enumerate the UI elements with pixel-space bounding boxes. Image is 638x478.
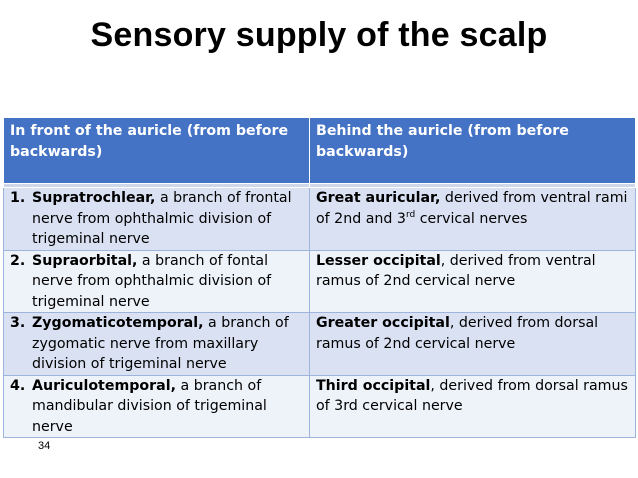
front-nerve-cell: 4. Auriculotemporal, a branch of mandibu… [3, 374, 310, 438]
item-number: 1. [10, 190, 26, 206]
nerve-description: a branch of frontal nerve from ophthalmi… [32, 190, 292, 247]
nerve-description: a branch of mandibular division of trige… [32, 377, 267, 435]
nerve-name: Supraorbital, [32, 252, 138, 269]
nerve-name: Greater occipital [316, 315, 450, 331]
behind-nerve-cell: Greater occipital, derived from dorsal r… [309, 312, 636, 376]
table-row: 2. Supraorbital, a branch of fontal nerv… [3, 249, 636, 313]
item-number: 4. [10, 377, 26, 394]
slide-title: Sensory supply of the scalp [90, 16, 548, 54]
table-row: 4. Auriculotemporal, a branch of mandibu… [3, 374, 636, 438]
nerve-description-end: cervical nerves [415, 210, 528, 227]
nerve-name: Third occipital [316, 377, 431, 394]
table-row: 3. Zygomaticotemporal, a branch of zygom… [3, 312, 636, 376]
sensory-supply-table: In front of the auricle (from before bac… [3, 117, 636, 438]
header-spacer-row [3, 183, 636, 188]
nerve-name: Supratrochlear, [32, 190, 156, 206]
nerve-description: derived from ventral rami of 2nd and 3 [316, 190, 628, 227]
header-behind-auricle: Behind the auricle (from before backward… [309, 117, 636, 184]
item-number: 3. [10, 315, 26, 331]
item-number: 2. [10, 252, 26, 269]
behind-nerve-cell: Lesser occipital, derived from ventral r… [309, 249, 636, 313]
table-header-row: In front of the auricle (from before bac… [3, 117, 636, 184]
nerve-description: , derived from dorsal ramus of 3rd cervi… [316, 377, 628, 415]
nerve-description: , derived from ventral ramus of 2nd cerv… [316, 252, 596, 290]
front-nerve-cell: 3. Zygomaticotemporal, a branch of zygom… [3, 312, 310, 376]
nerve-name: Great auricular, [316, 190, 441, 206]
nerve-name: Lesser occipital [316, 252, 441, 269]
behind-nerve-cell: Third occipital, derived from dorsal ram… [309, 374, 636, 438]
nerve-description: a branch of zygomatic nerve from maxilla… [32, 315, 289, 372]
front-nerve-cell: 2. Supraorbital, a branch of fontal nerv… [3, 249, 310, 313]
front-nerve-cell: 1. Supratrochlear, a branch of frontal n… [3, 187, 310, 251]
nerve-name: Auriculotemporal, [32, 377, 176, 394]
table-row: 1. Supratrochlear, a branch of frontal n… [3, 187, 636, 251]
nerve-description: a branch of fontal nerve from ophthalmic… [32, 252, 272, 310]
header-front-auricle: In front of the auricle (from before bac… [3, 117, 310, 184]
behind-nerve-cell: Great auricular, derived from ventral ra… [309, 187, 636, 251]
ordinal-superscript: rd [405, 209, 416, 220]
page-number: 34 [38, 440, 51, 452]
nerve-description: , derived from dorsal ramus of 2nd cervi… [316, 315, 599, 352]
nerve-name: Zygomaticotemporal, [32, 315, 204, 331]
